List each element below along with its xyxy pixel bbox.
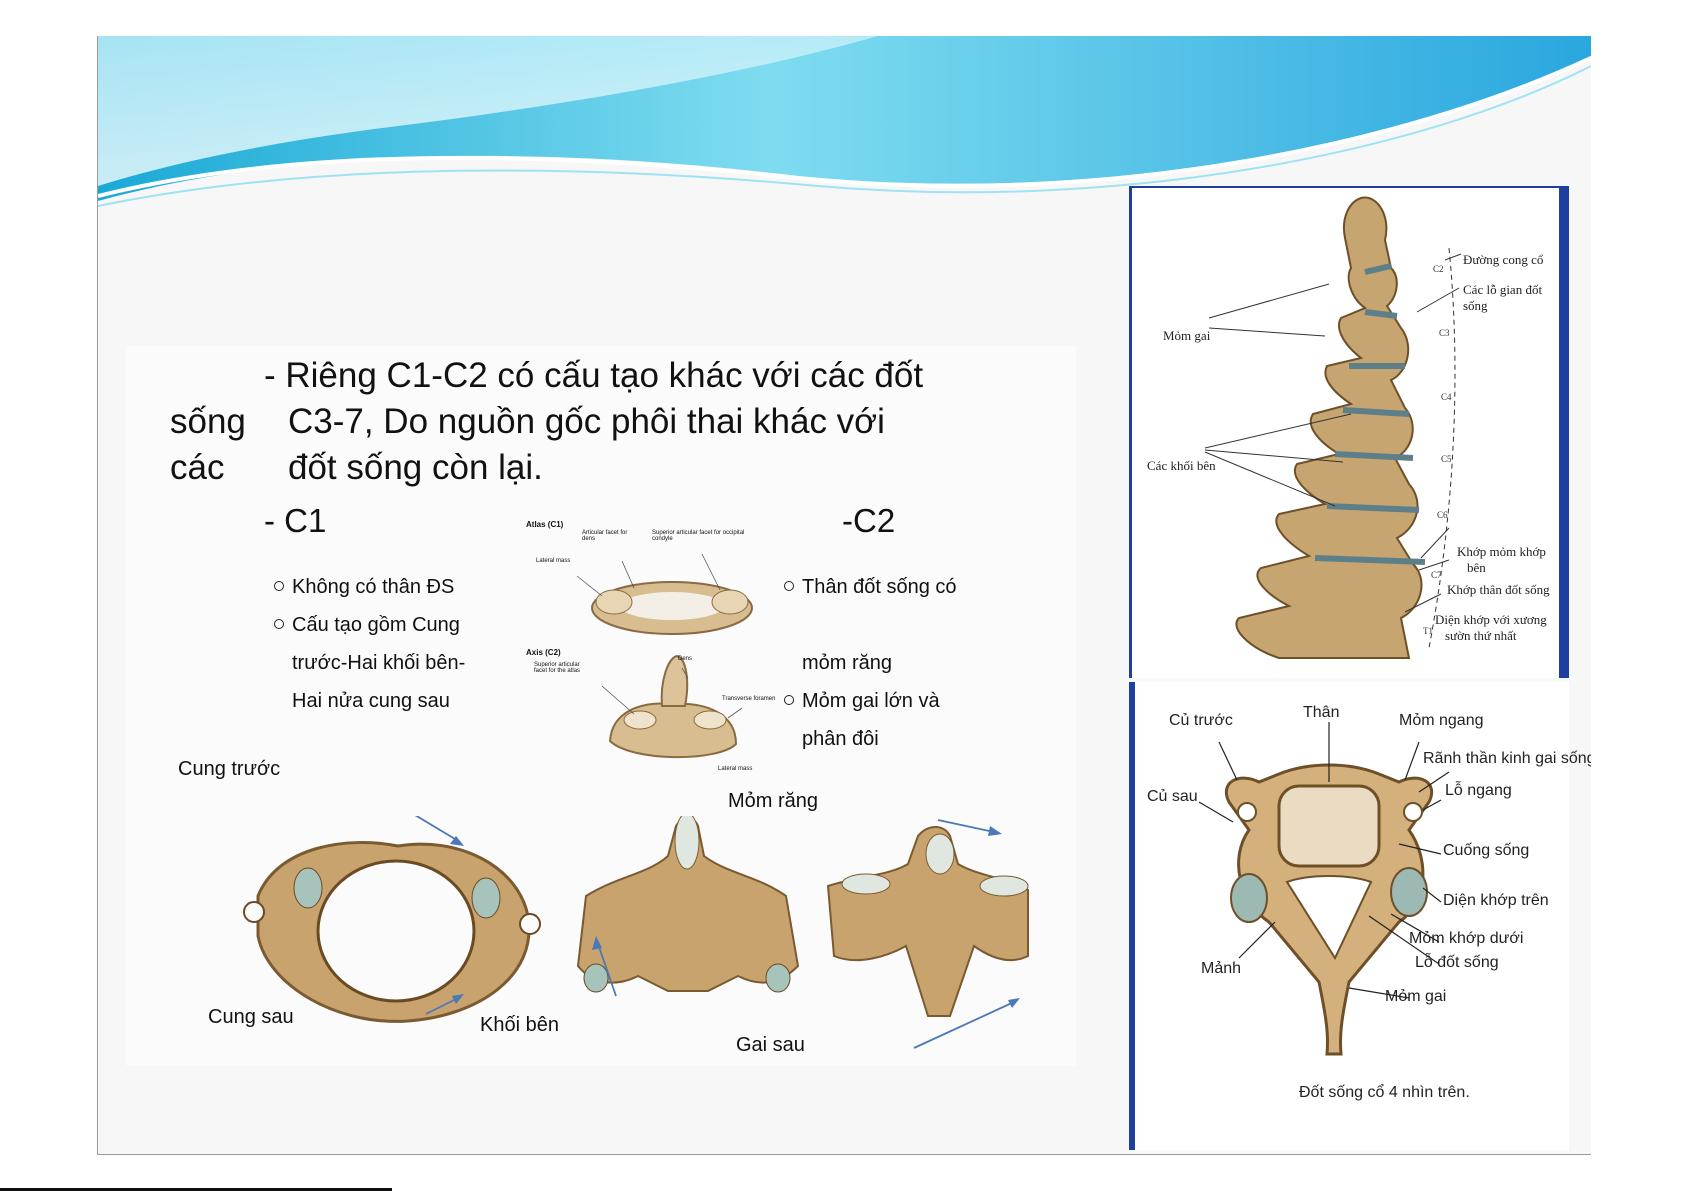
intro-line-2-right: C3-7, Do nguồn gốc phôi thai khác với [288, 402, 885, 441]
c2-bullet-1: Thân đốt sống có [784, 576, 957, 599]
atlas-label-dens: Articular facet for dens [582, 530, 628, 542]
label-khop-than: Khớp thân đốt sống [1447, 582, 1550, 597]
bullet-icon [784, 580, 794, 591]
label-khop-mon-2: bên [1467, 560, 1486, 575]
c1-bullet-1: Không có thân ĐS [274, 576, 454, 599]
label-mom-rang: Mỏm răng [728, 790, 819, 812]
atlas-axis-figure: Atlas (C1) Articular facet for dens Supe… [522, 516, 832, 801]
bottom-vertebra-illustrations [243, 816, 1029, 1049]
c2-bullet-1-text: Thân đốt sống có [802, 576, 957, 598]
atlas-label-occipital: Superior articular facet for occipital c… [652, 530, 745, 542]
label-dien-khop-2: sườn thứ nhất [1445, 628, 1517, 643]
label-lo-dot-song: Lỗ đốt sống [1415, 954, 1499, 971]
label-dien-khop-tren: Diện khớp trên [1443, 892, 1549, 909]
label-mom-ngang: Mỏm ngang [1399, 712, 1484, 729]
intro-line-3-right: đốt sống còn lại. [288, 448, 543, 487]
label-duong-cong: Đường cong cổ [1463, 252, 1544, 267]
label-khop-mon-1: Khớp mỏm khớp [1457, 544, 1546, 559]
bottom-strip [0, 1188, 392, 1191]
axis-title: Axis (C2) [526, 648, 561, 657]
lateral-spine-figure: C2 C3 C4 C5 C6 C7 T1 Đường cong cổ Các l… [1129, 186, 1569, 678]
intro-line-2-left: sống [170, 402, 246, 441]
lateral-spine-illustration: C2 C3 C4 C5 C6 C7 T1 [1204, 196, 1462, 659]
figure-right-bar [1559, 188, 1569, 678]
c2-bullet-2: Mỏm gai lớn và [784, 690, 940, 713]
label-than: Thân [1303, 704, 1340, 721]
axis-label-transverse: Transverse foramen [722, 696, 776, 702]
label-lo-gian-2: sống [1463, 298, 1488, 313]
label-gai-sau: Gai sau [736, 1034, 805, 1056]
label-cung-truoc: Cung trước [178, 758, 281, 780]
label-mom-gai: Mỏm gai [1163, 328, 1211, 343]
figure-left-bar [1129, 188, 1132, 678]
header-wave [98, 36, 1591, 216]
c1-cont-1: trước-Hai khối bên- [292, 652, 466, 674]
bullet-icon [274, 580, 284, 591]
label-cuong-song: Cuống sống [1443, 842, 1530, 859]
atlas-label-lateral-mass: Lateral mass [536, 558, 571, 564]
level-label: C4 [1441, 392, 1452, 402]
atlas-axis-illustration [576, 553, 753, 759]
label-mom-khop-duoi: Mỏm khớp dưới [1409, 930, 1524, 947]
atlas-title: Atlas (C1) [526, 520, 564, 529]
label-cac-khoi-ben: Các khối bên [1147, 458, 1216, 473]
axis-label-facet: Superior articular facet for the atlas [534, 662, 581, 674]
label-cu-truoc: Củ trước [1169, 712, 1233, 729]
top-view-illustration [1198, 722, 1450, 1056]
label-lo-ngang: Lỗ ngang [1445, 782, 1512, 799]
label-lo-gian-1: Các lỗ gian đốt [1463, 282, 1543, 297]
c1-cont-2: Hai nửa cung sau [292, 690, 450, 712]
label-cung-sau: Cung sau [208, 1006, 294, 1028]
label-cu-sau: Củ sau [1147, 788, 1198, 805]
level-label: C3 [1439, 328, 1450, 338]
level-label: C7 [1431, 570, 1442, 580]
axis-label-lateral-mass: Lateral mass [718, 766, 753, 772]
c1-bullet-2-text: Cấu tạo gồm Cung [292, 614, 460, 636]
c1-heading: - C1 [264, 502, 327, 539]
c2-cont-1: mỏm răng [802, 652, 893, 674]
label-ranh-than-kinh: Rãnh thần kinh gai sống [1423, 750, 1591, 767]
level-label: T1 [1423, 626, 1433, 636]
c2-bullet-2-text: Mỏm gai lớn và [802, 690, 940, 712]
level-label: C6 [1437, 510, 1448, 520]
level-label: C2 [1433, 264, 1444, 274]
bullet-icon [274, 618, 284, 629]
bullet-icon [784, 694, 794, 705]
label-khoi-ben: Khối bên [480, 1014, 559, 1036]
label-mom-gai-top: Mỏm gai [1385, 988, 1447, 1005]
c2-cont-2: phân đôi [802, 728, 879, 750]
intro-line-3-left: các [170, 448, 225, 487]
c1-bullet-2: Cấu tạo gồm Cung [274, 614, 460, 637]
c1-bullet-1-text: Không có thân ĐS [292, 576, 455, 598]
intro-line-1: - Riêng C1-C2 có cấu tạo khác với các đố… [264, 356, 924, 395]
figure-left-bar [1129, 682, 1135, 1150]
axis-label-dens: Dens [678, 656, 693, 662]
level-label: C5 [1441, 454, 1452, 464]
c2-heading: -C2 [842, 502, 896, 539]
figure-caption: Đốt sống cổ 4 nhìn trên. [1299, 1084, 1470, 1101]
top-view-figure: Củ trước Thân Mỏm ngang Rãnh thần kinh g… [1129, 682, 1591, 1150]
slide: - Riêng C1-C2 có cấu tạo khác với các đố… [97, 36, 1591, 1155]
label-dien-khop-1: Diện khớp với xương [1435, 612, 1547, 627]
label-manh: Mảnh [1201, 960, 1242, 977]
